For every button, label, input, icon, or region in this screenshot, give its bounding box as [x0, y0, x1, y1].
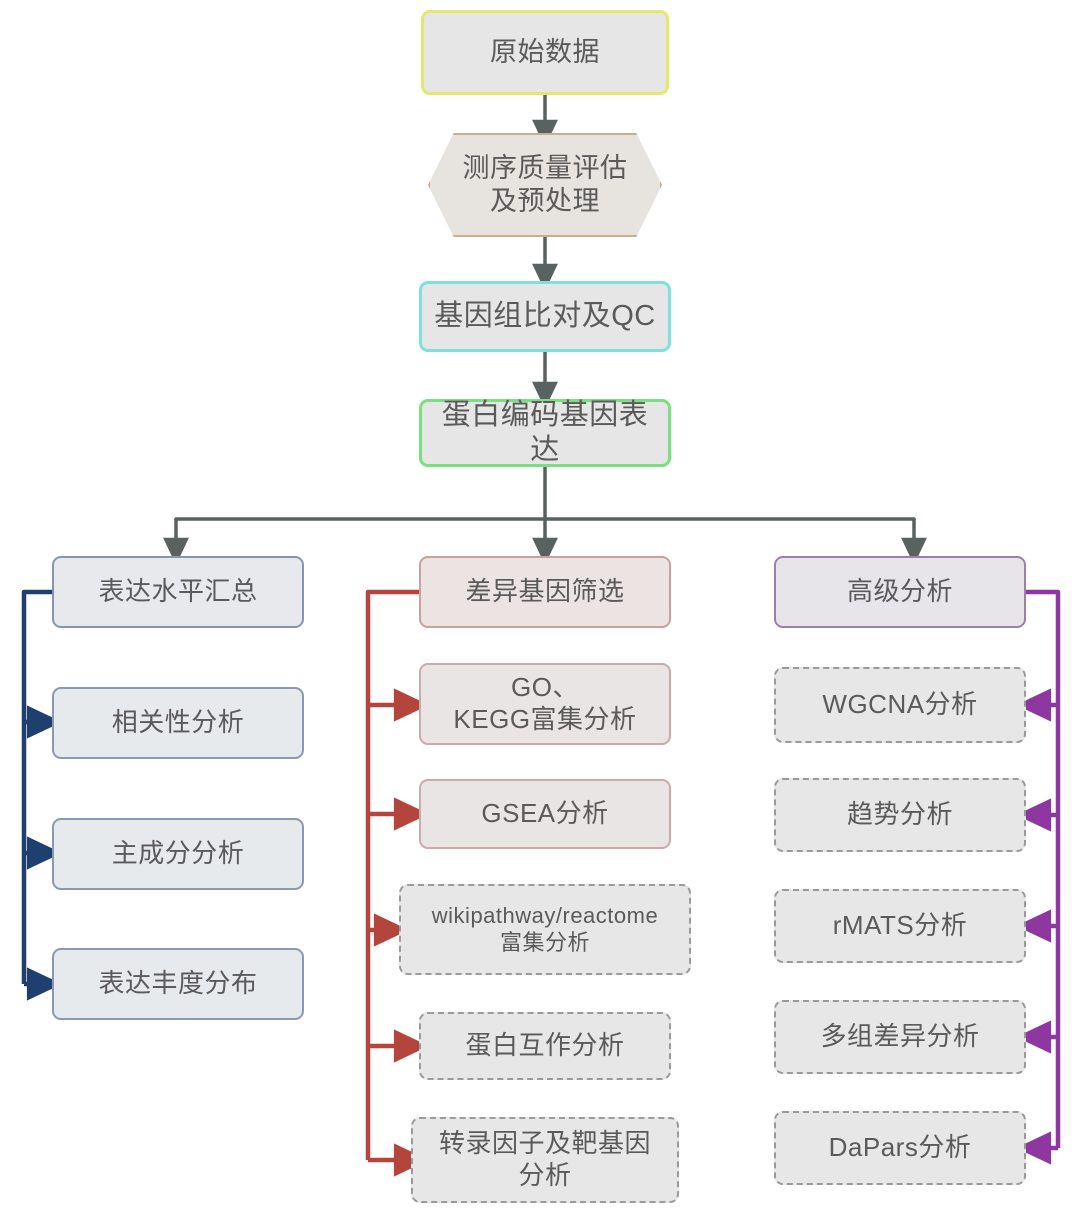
node-multigroup-differential-analysis[interactable]: 多组差异分析 — [774, 1000, 1026, 1074]
node-expression-level-summary[interactable]: 表达水平汇总 — [52, 556, 304, 628]
edge-expression-to-branches — [163, 467, 927, 566]
node-go-kegg-enrichment[interactable]: GO、 KEGG富集分析 — [419, 663, 671, 745]
node-wgcna-analysis[interactable]: WGCNA分析 — [774, 667, 1026, 743]
node-raw-data[interactable]: 原始数据 — [421, 10, 669, 95]
node-pca-analysis[interactable]: 主成分分析 — [52, 818, 304, 890]
node-rmats-analysis[interactable]: rMATS分析 — [774, 889, 1026, 963]
node-expression-abundance-distribution[interactable]: 表达丰度分布 — [52, 948, 304, 1020]
node-wikipathway-reactome-enrichment[interactable]: wikipathway/reactome 富集分析 — [399, 884, 691, 975]
node-correlation-analysis[interactable]: 相关性分析 — [52, 687, 304, 759]
node-genome-alignment-qc[interactable]: 基因组比对及QC — [419, 281, 671, 352]
node-protein-interaction-analysis[interactable]: 蛋白互作分析 — [419, 1012, 671, 1080]
edge-bus-right — [1015, 589, 1061, 1165]
node-trend-analysis[interactable]: 趋势分析 — [774, 778, 1026, 852]
node-protein-coding-gene-expression[interactable]: 蛋白编码基因表达 — [419, 399, 671, 467]
node-tf-target-gene-analysis[interactable]: 转录因子及靶基因 分析 — [411, 1117, 679, 1203]
node-gsea-analysis[interactable]: GSEA分析 — [419, 779, 671, 849]
node-differential-gene-screening[interactable]: 差异基因筛选 — [419, 556, 671, 628]
node-label: 测序质量评估 及预处理 — [462, 153, 628, 216]
node-advanced-analysis[interactable]: 高级分析 — [774, 556, 1026, 628]
edge-bus-left — [21, 589, 63, 1001]
edge-bus-middle — [365, 589, 430, 1177]
node-sequencing-qc-preprocess[interactable]: 测序质量评估 及预处理 — [428, 133, 662, 237]
hexagon-shape — [428, 133, 662, 237]
node-dapars-analysis[interactable]: DaPars分析 — [774, 1111, 1026, 1185]
